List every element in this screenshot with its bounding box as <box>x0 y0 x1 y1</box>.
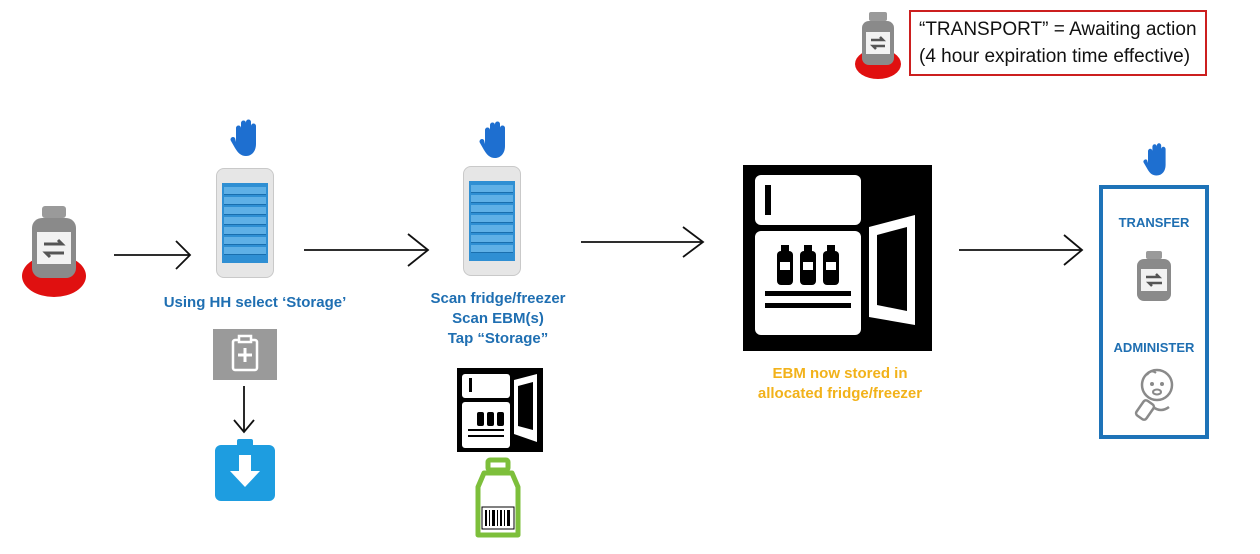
arrow-right-icon <box>959 234 1084 266</box>
transfer-label: TRANSFER <box>1118 215 1190 230</box>
step-stored-label: EBM now stored in allocated fridge/freez… <box>730 364 950 404</box>
handheld-phone-icon <box>216 168 274 278</box>
arrow-right-icon <box>304 233 430 267</box>
transfer-bottle-icon <box>1137 251 1171 301</box>
transport-bottle-icon <box>22 206 86 297</box>
next-actions-panel: TRANSFER ADMINISTER <box>1099 185 1209 439</box>
baby-icon <box>1134 368 1174 421</box>
step-scan-label: Scan fridge/freezer Scan EBM(s) Tap “Sto… <box>398 289 598 349</box>
clipboard-plus-icon <box>213 329 277 380</box>
arrow-right-icon <box>581 226 705 258</box>
small-fridge-icon <box>457 368 543 452</box>
step-select-storage-label: Using HH select ‘Storage’ <box>163 294 347 311</box>
storage-download-icon <box>213 437 277 503</box>
hand-icon <box>1143 143 1166 176</box>
hand-icon <box>230 119 256 156</box>
scan-line-1: Scan fridge/freezer <box>430 290 566 307</box>
scan-line-3: Tap “Storage” <box>447 330 549 347</box>
arrow-right-icon <box>114 240 192 270</box>
hand-icon <box>479 121 505 158</box>
legend-line-2: (4 hour expiration time effective) <box>919 46 1191 67</box>
barcode-bottle-icon <box>475 457 521 538</box>
administer-label: ADMINISTER <box>1113 340 1195 355</box>
arrow-down-icon <box>233 386 255 434</box>
handheld-phone-icon <box>463 166 521 276</box>
legend-transport-bottle-icon <box>855 12 901 79</box>
stored-line-2: allocated fridge/freezer <box>757 385 923 402</box>
scan-line-2: Scan EBM(s) <box>452 310 544 327</box>
stored-line-1: EBM now stored in <box>772 365 908 382</box>
legend-line-1: “TRANSPORT” = Awaiting action <box>919 19 1197 40</box>
fridge-icon <box>743 165 932 351</box>
legend-box: “TRANSPORT” = Awaiting action (4 hour ex… <box>909 10 1207 76</box>
